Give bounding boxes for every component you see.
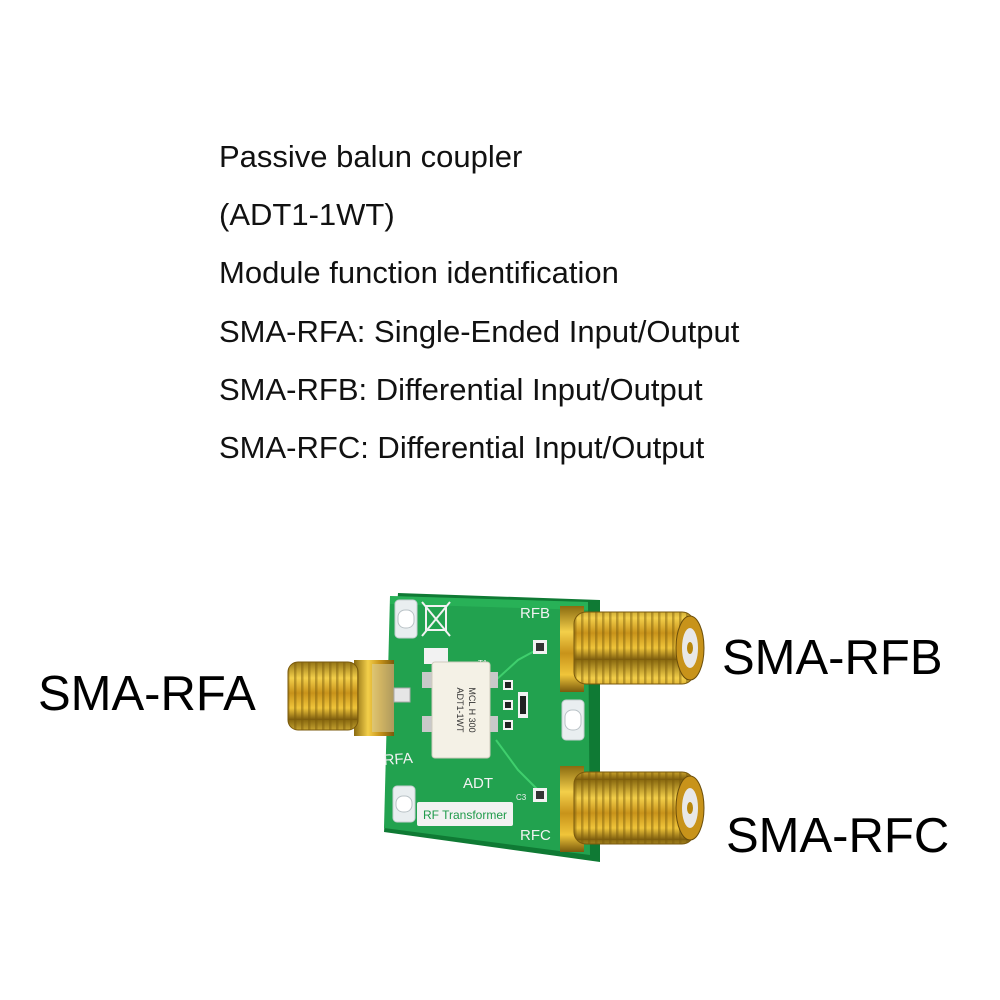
silk-rfb: RFB <box>520 605 550 622</box>
silk-block <box>424 648 448 664</box>
description-block: Passive balun coupler (ADT1-1WT) Module … <box>219 128 739 477</box>
label-sma-rfa: SMA-RFA <box>38 667 256 721</box>
board-traces <box>495 647 541 793</box>
description-line-model: (ADT1-1WT) <box>219 197 395 233</box>
description-line-rfa: SMA-RFA: Single-Ended Input/Output <box>219 313 740 349</box>
description-line-rfc: SMA-RFC: Differential Input/Output <box>219 430 705 466</box>
sma-rfb-connector <box>560 606 705 692</box>
smd-pads <box>503 640 547 802</box>
label-sma-rfb: SMA-RFB <box>722 631 943 685</box>
banner-text: RF Transformer <box>423 808 507 822</box>
chip-marking-2: ADT1-1WT <box>455 688 465 734</box>
transformer-chip: MCL H 300 ADT1-1WT <box>422 661 498 759</box>
silk-c3-ref: C3 <box>516 793 527 802</box>
silk-rfa: RFA <box>383 750 413 769</box>
silk-rfc: RFC <box>520 827 551 844</box>
silk-adt: ADT <box>463 775 493 792</box>
rf-transformer-banner: RF Transformer <box>417 802 513 826</box>
sma-rfa-connector <box>287 660 411 736</box>
sma-rfc-connector <box>560 766 705 852</box>
recycle-bin-icon <box>421 601 451 637</box>
label-sma-rfc: SMA-RFC <box>726 809 950 863</box>
mounting-holes <box>392 599 585 823</box>
chip-marking-1: MCL H 300 <box>467 687 477 732</box>
description-line-rfb: SMA-RFB: Differential Input/Output <box>219 371 703 407</box>
description-line-title: Passive balun coupler <box>219 139 523 174</box>
description-line-heading: Module function identification <box>219 255 619 291</box>
